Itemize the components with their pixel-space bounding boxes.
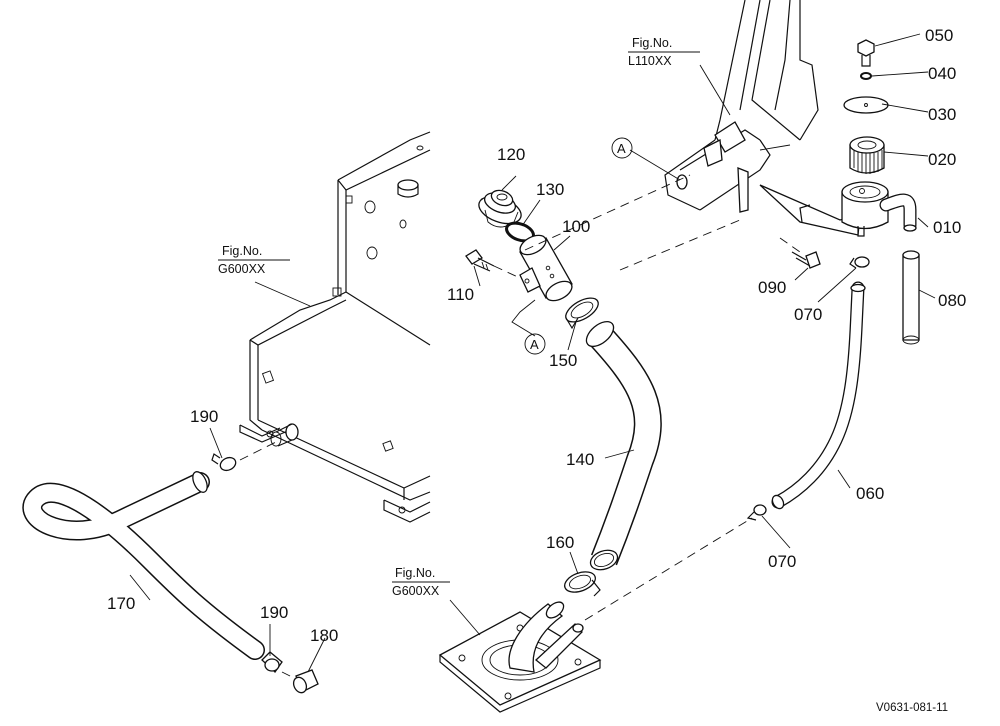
drawing-code: V0631-081-11: [876, 702, 948, 714]
plug-180: [292, 669, 319, 694]
bolt-090: [779, 237, 821, 269]
clamp-070-bottom: [746, 504, 767, 521]
part-label-130: 130: [536, 180, 564, 199]
part-label-120: 120: [497, 145, 525, 164]
part-label-190-top: 190: [190, 407, 218, 426]
part-label-020: 020: [928, 150, 956, 169]
tank-assembly: [239, 131, 431, 523]
fig-ref-g600-left-line1: Fig.No.: [222, 244, 262, 258]
clamp-070-top: [849, 256, 870, 269]
cap-120: [478, 189, 522, 228]
fig-ref-g600-left: Fig.No. G600XX: [218, 244, 290, 276]
fig-ref-l110-line2: L110XX: [628, 54, 672, 68]
neck-100: [519, 234, 573, 302]
part-label-180: 180: [310, 626, 338, 645]
marker-a-bottom: A: [524, 333, 546, 355]
washer-030: [843, 96, 889, 114]
part-label-140: 140: [566, 450, 594, 469]
part-label-150: 150: [549, 351, 577, 370]
part-label-080: 080: [938, 291, 966, 310]
bolt-110: [465, 249, 495, 272]
element-020: [849, 136, 885, 174]
part-label-110: 110: [447, 285, 474, 304]
hose-060: [771, 281, 866, 510]
frame-bracket: [664, 0, 819, 213]
part-label-050: 050: [925, 26, 953, 45]
marker-a-top-label: A: [617, 141, 626, 156]
part-label-160: 160: [546, 533, 574, 552]
fig-ref-l110-line1: Fig.No.: [632, 36, 672, 50]
bolt-050: [857, 39, 875, 67]
leader-lines: [129, 33, 936, 673]
part-label-060: 060: [856, 484, 884, 503]
clamp-190-top: [211, 453, 237, 472]
part-label-010: 010: [933, 218, 961, 237]
hose-140: [585, 320, 662, 571]
clamp-150: [565, 297, 599, 330]
marker-a-bottom-label: A: [530, 337, 539, 352]
part-label-190-bottom: 190: [260, 603, 288, 622]
washer-040: [860, 72, 872, 80]
hose-080: [902, 250, 920, 345]
marker-a-top: A: [611, 137, 633, 159]
fig-ref-g600-bottom-line1: Fig.No.: [395, 566, 435, 580]
base-plate: [438, 601, 602, 713]
hose-170: [22, 471, 265, 660]
part-label-070-top: 070: [794, 305, 822, 324]
fig-ref-g600-bottom-line2: G600XX: [392, 584, 440, 598]
part-label-040: 040: [928, 64, 956, 83]
part-label-100: 100: [562, 217, 590, 236]
part-label-170: 170: [107, 594, 135, 613]
fig-ref-g600-left-line2: G600XX: [218, 262, 266, 276]
filter-body-010: [759, 181, 917, 237]
clamp-160: [564, 571, 601, 597]
part-label-090: 090: [758, 278, 786, 297]
clamp-190-bottom: [261, 651, 283, 673]
fig-ref-l110: Fig.No. L110XX: [628, 36, 700, 68]
part-labels: 050 040 030 020 010 080 090 070 060 070 …: [107, 26, 966, 645]
fig-ref-g600-bottom: Fig.No. G600XX: [392, 566, 450, 598]
part-label-070-bottom: 070: [768, 552, 796, 571]
part-label-030: 030: [928, 105, 956, 124]
